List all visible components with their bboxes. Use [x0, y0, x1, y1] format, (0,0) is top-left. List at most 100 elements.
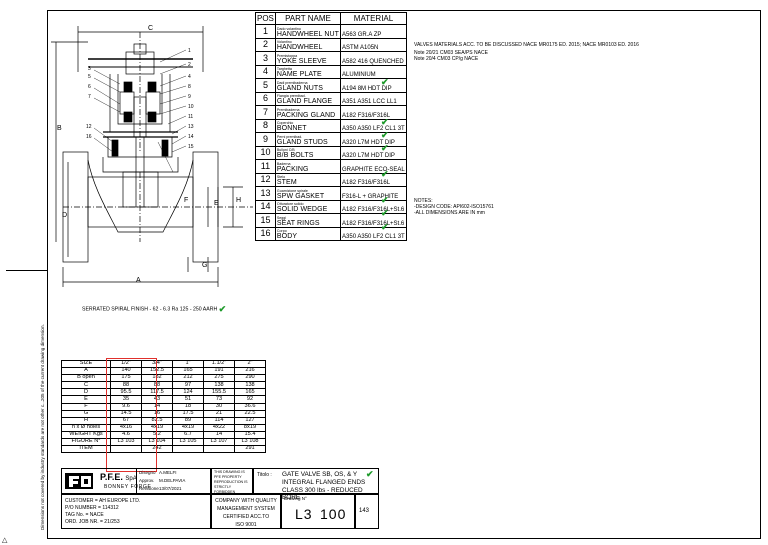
part-material: ALUMINIUM: [340, 64, 408, 79]
part-material: A582 416 QUENCHED: [340, 51, 408, 66]
valve-drawing: C B D A F E H G 3 5 6 7 12 16 1 2 4 8 9 …: [51, 25, 253, 287]
company-tagline: BONNEY FORGE: [104, 484, 152, 490]
part-name-it: Seggi: [276, 215, 287, 220]
callout-1: 1: [188, 48, 191, 54]
design-notes: NOTES: -DESIGN CODE: API602-ISO15761 -AL…: [414, 198, 494, 216]
title-line-2: INTEGRAL FLANGED ENDS: [282, 479, 366, 486]
revision-date: 13/07/2021: [159, 486, 182, 491]
dim-label-f: F: [184, 197, 188, 204]
approved-check-icon: ✔: [381, 208, 389, 219]
part-material: A351 A351 LCC LL1: [340, 91, 408, 106]
callout-8: 8: [188, 84, 191, 90]
materials-note: VALVES MATERIALS ACC. TO BE DISCUSSED NA…: [414, 42, 639, 62]
part-pos: 8: [255, 118, 276, 133]
size-cell: 212: [172, 374, 204, 383]
callout-6: 6: [88, 84, 91, 90]
company-suffix: SpA: [125, 476, 137, 482]
approved-by: M.DELPAVIA: [159, 478, 186, 483]
dim-label-b: B: [57, 125, 62, 132]
part-material: A350 A350 LF2 CL1 3T: [340, 226, 408, 241]
part-pos: 13: [255, 186, 276, 201]
header-part-name: PART NAME: [274, 12, 342, 25]
customer-block: CUSTOMER = AH EUROPE LTD. P/O NUMBER = 1…: [61, 494, 211, 529]
drawing-number-block: Drawing N° L3 100: [281, 494, 355, 529]
part-name-it: Dado volantino: [276, 26, 301, 31]
callout-12: 12: [86, 124, 92, 130]
size-cell: [172, 445, 204, 454]
title-check-icon: ✔: [366, 469, 374, 479]
corner-triangle-icon: △: [2, 537, 8, 544]
part-material: A182 F316/F316L: [340, 172, 408, 187]
margin-mark: [6, 270, 47, 271]
part-pos: 15: [255, 213, 276, 228]
approved-check-icon: ✔: [381, 77, 389, 88]
drawn-block: Disegno A.MELFI Approv. M.DELPAVIA Revis…: [136, 468, 211, 494]
header-pos: POS: [255, 12, 276, 25]
drawing-frame: [47, 10, 761, 539]
part-material: A350 A350 LF2 CL1 3T: [340, 118, 408, 133]
part-material: A194 8M HDT DIP: [340, 78, 408, 93]
dim-label-c: C: [148, 25, 153, 32]
company-logo: [65, 471, 95, 491]
callout-9: 9: [188, 94, 191, 100]
part-name-en: PACKING: [276, 165, 309, 173]
size-cell: 138: [234, 381, 266, 390]
part-name-en: STEM: [276, 179, 297, 186]
part-pos: 16: [255, 226, 276, 241]
part-name-en: BONNET: [276, 125, 307, 132]
part-name-it: Dadi premibaderna: [276, 80, 308, 85]
callout-2: 2: [188, 62, 191, 68]
callout-15: 15: [188, 144, 194, 150]
part-name-en: GLAND NUTS: [276, 84, 324, 92]
part-pos: 10: [255, 145, 276, 160]
part-name-en: SOLID WEDGE: [276, 206, 328, 213]
drawing-prefix: L3: [295, 506, 313, 522]
size-cell: L3 105: [172, 438, 204, 447]
part-name: Perni premibad.GLAND STUDS: [274, 132, 342, 147]
callout-5: 5: [88, 74, 91, 80]
part-pos: 7: [255, 105, 276, 120]
dim-label-h: H: [236, 197, 241, 204]
part-pos: 2: [255, 37, 276, 52]
drawing-number: 100: [320, 506, 347, 522]
sheet-number: 143: [359, 508, 370, 514]
size-cell: 92: [234, 395, 266, 404]
size-label: E: [61, 395, 111, 404]
title-line-3: CLASS 300 lbs - REDUCED BORE: [282, 487, 363, 501]
finish-check-icon: ✔: [218, 304, 227, 314]
part-name-it: Flangia premibad.: [276, 94, 306, 98]
part-name-it: Corpo: [276, 229, 287, 233]
part-name-en: SEAT RINGS: [276, 219, 320, 227]
part-name-it: Premistoppa: [276, 53, 298, 58]
part-pos: 12: [255, 172, 276, 187]
dim-label-a: A: [136, 277, 141, 284]
part-name-en: SPW GASKET: [276, 192, 325, 200]
callout-7: 7: [88, 94, 91, 100]
part-material: A182 F316/F316L: [340, 105, 408, 120]
size-cell: 291: [234, 445, 266, 454]
size-cell: 51: [172, 395, 204, 404]
callout-13: 13: [188, 124, 194, 130]
title-line-1: GATE VALVE SB, OS, & Y: [282, 471, 358, 478]
part-pos: 6: [255, 91, 276, 106]
